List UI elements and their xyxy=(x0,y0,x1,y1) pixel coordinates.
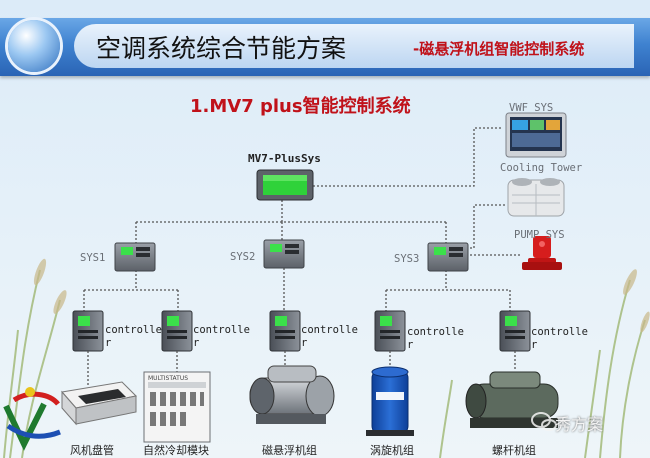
pump-sys-label: PUMP SYS xyxy=(514,229,565,241)
vwf-sys-label: VWF SYS xyxy=(509,102,554,114)
sys2-device xyxy=(263,239,305,269)
grass-heads xyxy=(33,258,650,333)
fan-coil-device xyxy=(61,381,138,426)
cooling-tower-label: Cooling Tower xyxy=(500,162,583,174)
controller-device-1 xyxy=(72,310,104,352)
equipment-label-maglev: 磁悬浮机组 xyxy=(262,444,317,457)
cooling-module-device xyxy=(143,371,211,443)
page-title: 空调系统综合节能方案 xyxy=(96,34,347,63)
equipment-label-screw: 螺杆机组 xyxy=(492,444,536,457)
screw-chiller-device xyxy=(465,371,559,428)
cooling-tower-device xyxy=(507,178,565,217)
logo-icon xyxy=(3,387,61,451)
controller-label-3: controlle r xyxy=(301,324,358,349)
vwf-screen-device xyxy=(505,112,567,158)
scroll-unit-device xyxy=(366,366,414,436)
equipment-label-fan-coil: 风机盘管 xyxy=(70,444,114,457)
globe-icon xyxy=(8,20,60,72)
controller-device-2 xyxy=(161,310,193,352)
watermark-text: 秀方案 xyxy=(555,415,604,434)
sys1-label: SYS1 xyxy=(80,252,106,264)
pump-device xyxy=(522,236,562,270)
sys1-device xyxy=(114,242,156,272)
controller-device-5 xyxy=(499,310,531,352)
main-controller-label: MV7-PlusSys xyxy=(248,152,321,165)
controller-label-1: controlle r xyxy=(105,324,162,349)
equipment-label-scroll: 涡旋机组 xyxy=(370,444,414,457)
controller-device-4 xyxy=(374,310,406,352)
equipment-label-cooling-module: 自然冷却模块 xyxy=(143,444,209,457)
sys2-label: SYS2 xyxy=(230,251,256,263)
wechat-watermark-icon xyxy=(531,412,557,431)
sys3-device xyxy=(427,242,469,272)
controller-label-4: controlle r xyxy=(407,326,464,351)
controller-label-5: controlle r xyxy=(531,326,588,351)
title-banner xyxy=(0,18,650,76)
panel-caption: MULTISTATUS xyxy=(148,375,189,382)
main-controller-device xyxy=(256,169,314,201)
sys3-label: SYS3 xyxy=(394,253,420,265)
controller-label-2: controlle r xyxy=(193,324,250,349)
page-subtitle: -磁悬浮机组智能控制系统 xyxy=(413,40,585,58)
maglev-chiller-device xyxy=(249,365,335,424)
title-banner-panel xyxy=(74,24,634,68)
section-heading: 1.MV7 plus智能控制系统 xyxy=(190,96,411,117)
controller-device-3 xyxy=(269,310,301,352)
equipment-lines xyxy=(87,351,516,385)
